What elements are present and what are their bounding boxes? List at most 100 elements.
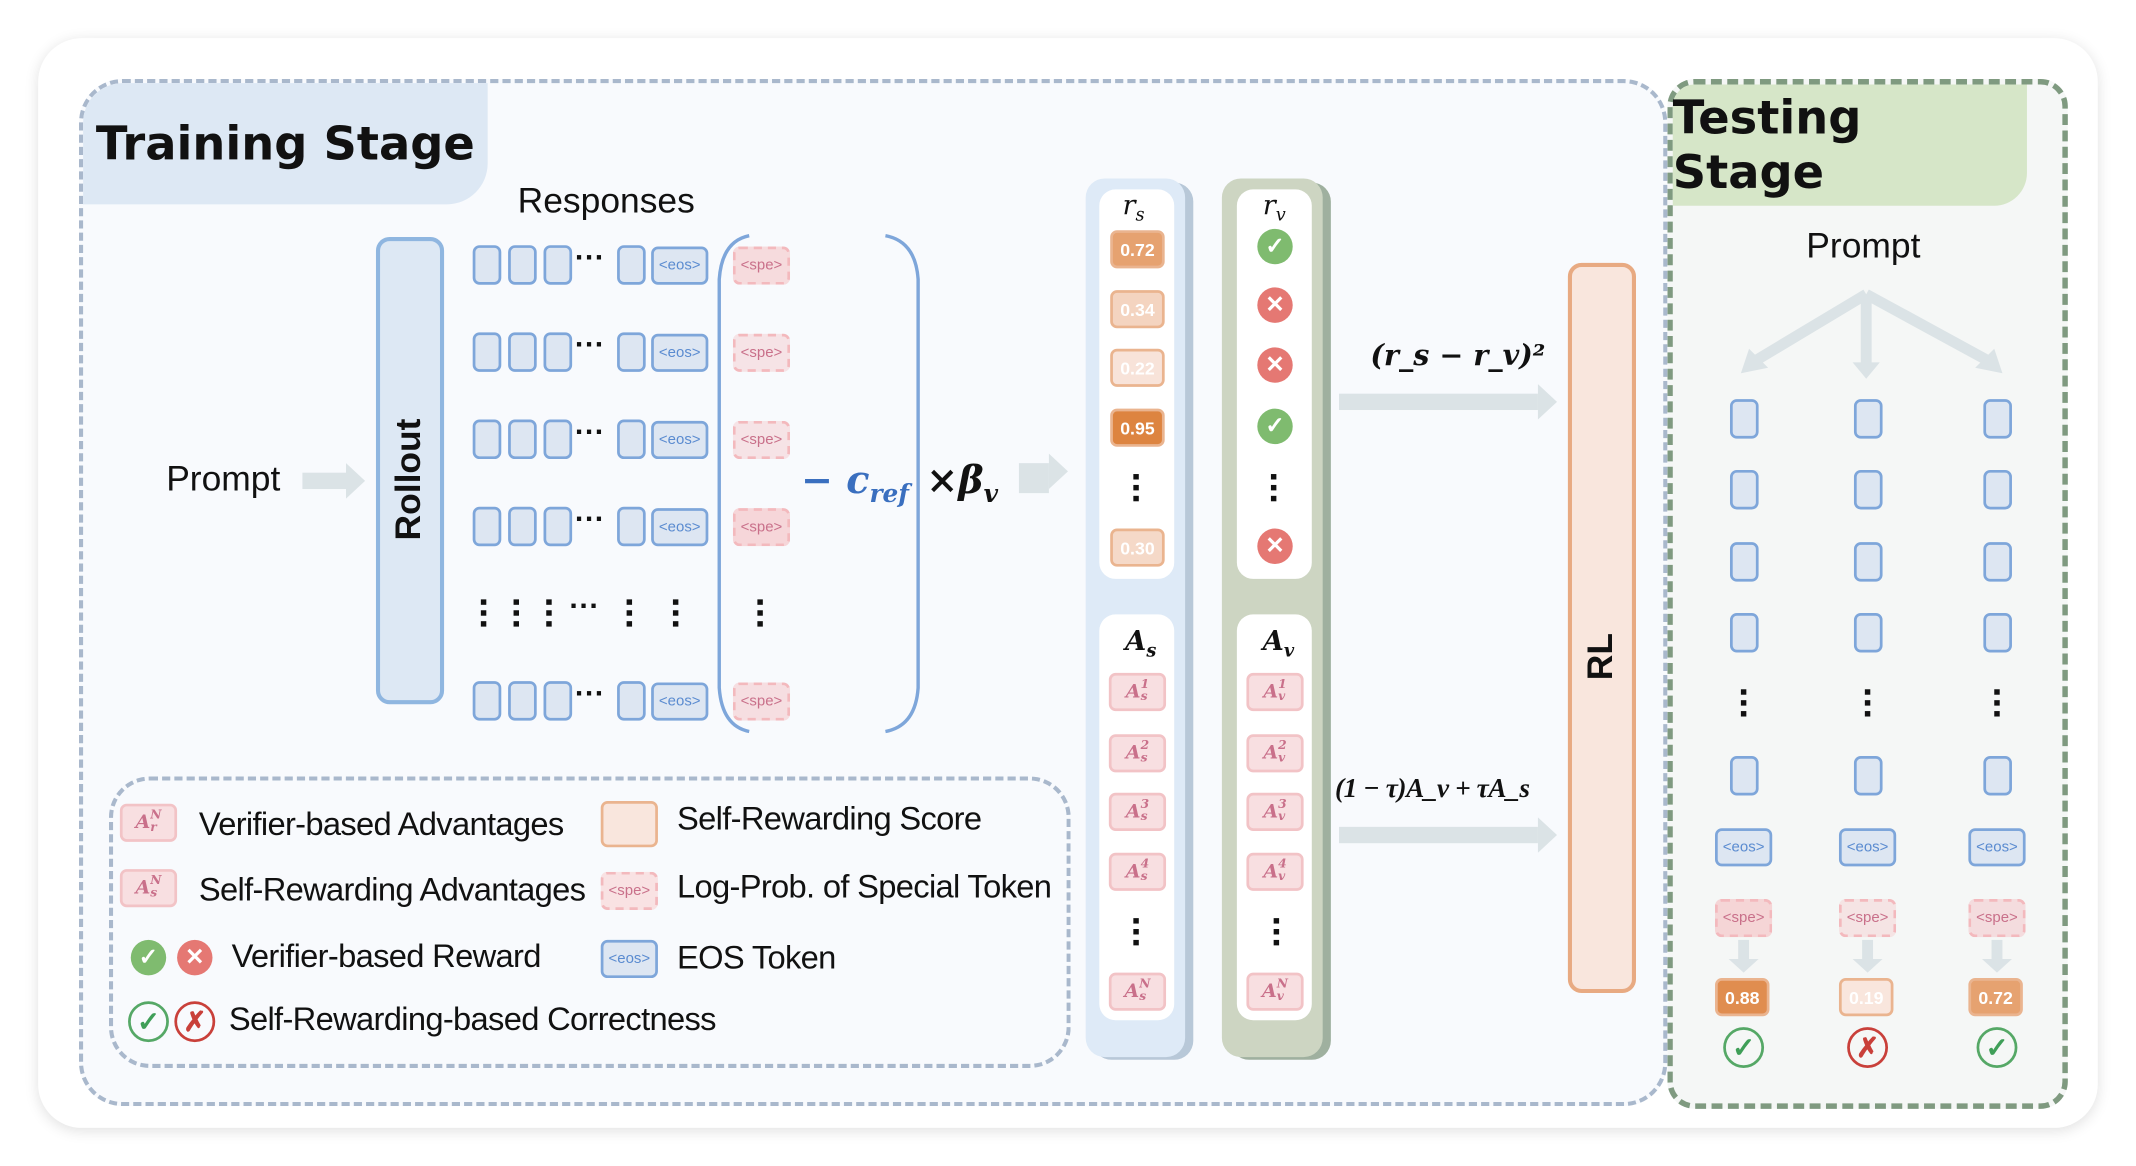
x-circle-icon: ✕ [1257, 287, 1293, 323]
horizontal-ellipsis: ··· [574, 326, 605, 361]
As-sub: s [1146, 641, 1157, 663]
glyph: A [135, 811, 151, 834]
fan-arrow-left [1754, 289, 1870, 365]
advantage-formula: (1 − τ)A_v + τA_s [1334, 773, 1530, 804]
vertical-ellipsis [546, 599, 552, 632]
special-token: <spe> [732, 333, 791, 372]
response-token [617, 332, 646, 372]
glyph: A [1261, 980, 1277, 1003]
eos-token: <eos> [651, 246, 709, 285]
self-reward-score: 0.72 [1968, 978, 2023, 1017]
legend-spe-text: Log-Prob. of Special Token [677, 869, 1052, 906]
response-token [1853, 756, 1883, 796]
vertical-ellipsis [1864, 689, 1871, 722]
glyph: A [1124, 980, 1140, 1003]
rv-header: rv [1263, 188, 1286, 226]
training-stage-title: Training Stage [83, 83, 488, 205]
glyph-sub: s [1140, 690, 1148, 705]
horizontal-ellipsis: ··· [574, 414, 605, 449]
response-token [508, 681, 537, 721]
self-reward-score: 0.34 [1110, 290, 1165, 329]
legend-verifier-adv: Verifier-based Advantages [198, 806, 564, 844]
vertical-ellipsis [626, 599, 633, 632]
beta-sub: v [983, 480, 999, 509]
legend-eos-text: EOS Token [677, 939, 836, 977]
eos-token: <eos> [651, 420, 709, 460]
response-token [1983, 469, 2012, 510]
glyph-sub: s [1140, 751, 1148, 766]
response-token [617, 506, 646, 547]
vertical-ellipsis [480, 599, 487, 632]
response-token [1983, 399, 2012, 439]
eos-token: <eos> [1968, 828, 2026, 867]
training-stage-panel [79, 79, 1668, 1107]
fan-head-left [1740, 348, 1769, 374]
vertical-ellipsis [513, 599, 519, 632]
response-token [617, 419, 646, 460]
response-token [472, 506, 502, 547]
rv-base: r [1262, 187, 1276, 221]
glyph: A [1125, 800, 1141, 823]
advantage-arrow [1339, 817, 1557, 853]
glyph-sub: v [1278, 751, 1286, 766]
rl-label: RL [1579, 632, 1621, 681]
check-circle-icon: ✓ [1257, 408, 1293, 445]
response-token [617, 681, 646, 721]
down-arrow [1728, 939, 1759, 973]
glyph-sup: 2 [1278, 739, 1287, 754]
eos-token: <eos> [651, 508, 709, 547]
response-token [472, 332, 502, 372]
special-token: <spe> [1968, 899, 2026, 938]
fan-arrow-right [1863, 289, 1989, 365]
response-token [1729, 542, 1759, 582]
response-token [508, 419, 537, 460]
response-token [1853, 469, 1883, 510]
response-token [1729, 469, 1759, 510]
check-circle-icon: ✓ [1257, 228, 1293, 265]
x-circle-icon: ✕ [177, 939, 213, 976]
check-ring-icon: ✓ [1723, 1027, 1765, 1068]
responses-label: Responses [517, 179, 695, 221]
response-token [472, 419, 502, 460]
response-token [543, 245, 573, 285]
rollout-box [375, 237, 445, 705]
eos-token: <eos> [1838, 828, 1897, 867]
Av-sub: v [1283, 641, 1295, 663]
glyph-sub: s [150, 886, 158, 901]
response-token [508, 332, 537, 372]
x-circle-icon: ✕ [1257, 528, 1293, 564]
Av-header: Av [1263, 624, 1294, 662]
right-bracket [885, 233, 920, 734]
loss-arrow [1339, 384, 1557, 420]
response-token [617, 245, 646, 285]
special-token: <spe> [732, 508, 791, 547]
legend-self-adv: Self-Rewarding Advantages [198, 871, 586, 909]
glyph: A [1125, 681, 1141, 703]
rs-sub: s [1135, 205, 1145, 227]
response-token [1983, 612, 2012, 653]
response-token [1853, 612, 1883, 653]
glyph-sup: N [1276, 978, 1289, 992]
self-reward-score: 0.22 [1110, 348, 1165, 387]
glyph: A [1125, 742, 1141, 765]
glyph-sup: N [1139, 978, 1151, 992]
down-arrow [1852, 939, 1883, 973]
response-token [1853, 542, 1883, 582]
special-token: <spe> [732, 420, 791, 460]
glyph: A [1263, 860, 1279, 883]
rl-box [1567, 262, 1637, 994]
c-ref-sub: ref [869, 480, 909, 509]
down-arrow [1982, 939, 2012, 973]
